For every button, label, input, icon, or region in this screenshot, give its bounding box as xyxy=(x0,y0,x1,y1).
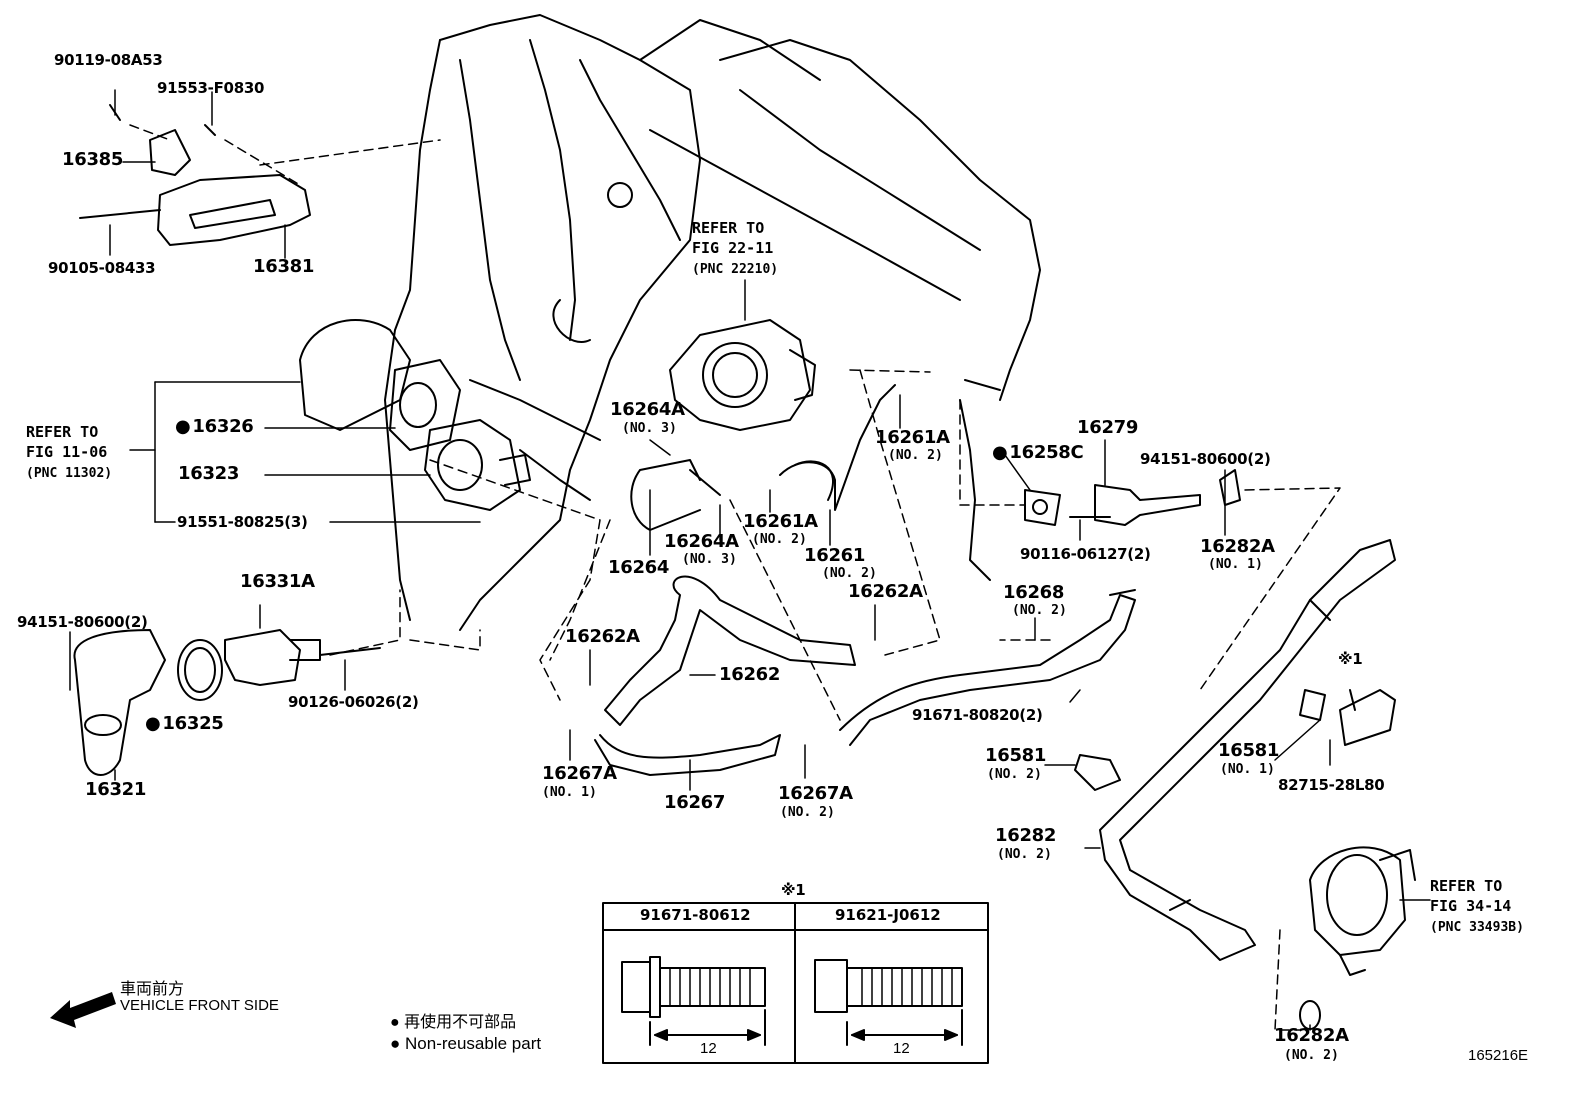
label-16321: 16321 xyxy=(85,779,147,800)
label-16264A-upper: 16264A xyxy=(610,399,685,420)
label-94151-80600-left: 94151-80600(2) xyxy=(17,613,148,631)
label-90116-06127: 90116-06127(2) xyxy=(1020,545,1151,563)
label-16262: 16262 xyxy=(719,664,781,685)
label-16261-sub: (NO. 2) xyxy=(822,566,877,581)
bolt-table xyxy=(602,902,989,1064)
bolt-table-col1: 91671-80612 xyxy=(640,906,751,924)
bracket-16381 xyxy=(79,104,311,246)
label-16261A-lower: 16261A xyxy=(743,511,818,532)
label-16282: 16282 xyxy=(995,825,1057,846)
label-16581-no1: 16581 xyxy=(1218,740,1280,761)
oil-cooler xyxy=(1299,846,1416,1030)
label-16264A-upper-sub: (NO. 3) xyxy=(622,421,677,436)
refer-fig-34-14: REFER TO FIG 34-14 (PNC 33493B) xyxy=(1430,877,1524,935)
label-16264A-lower-sub: (NO. 3) xyxy=(682,552,737,567)
label-90119-08A53: 90119-08A53 xyxy=(54,51,163,69)
leader-lines xyxy=(69,89,1431,1031)
water-pump-housing xyxy=(299,319,531,511)
hoses xyxy=(594,384,1396,961)
label-16268: 16268 xyxy=(1003,582,1065,603)
label-91551-80825: 91551-80825(3) xyxy=(177,513,308,531)
label-91553-F0830: 91553-F0830 xyxy=(157,79,265,97)
bolt-dim-2: 12 xyxy=(893,1040,910,1057)
label-16282A-upper: 16282A xyxy=(1200,536,1275,557)
label-16325: 16325 xyxy=(145,714,223,734)
label-16282-sub: (NO. 2) xyxy=(997,847,1052,862)
front-arrow-icon xyxy=(50,992,116,1028)
front-side-jp: 車両前方 xyxy=(120,981,185,998)
dashed-guides xyxy=(129,124,1341,1031)
label-16261A-upper: 16261A xyxy=(875,427,950,448)
label-16264: 16264 xyxy=(608,557,670,578)
bullet-icon: ● xyxy=(390,1034,401,1053)
label-16282A-lower-sub: (NO. 2) xyxy=(1284,1048,1339,1063)
bolt-table-mark: ※1 xyxy=(781,881,806,899)
label-16581-no2: 16581 xyxy=(985,745,1047,766)
bullet-icon: ● xyxy=(390,1014,400,1031)
label-16267A-right: 16267A xyxy=(778,783,853,804)
thread-hatching xyxy=(669,967,953,1007)
label-91671-80820: 91671-80820(2) xyxy=(912,706,1043,724)
label-16264A-lower: 16264A xyxy=(664,531,739,552)
front-side-en: VEHICLE FRONT SIDE xyxy=(120,997,279,1014)
label-16261: 16261 xyxy=(804,545,866,566)
label-16326: 16326 xyxy=(175,417,253,437)
label-16282A-upper-sub: (NO. 1) xyxy=(1208,557,1263,572)
label-16267A-left-sub: (NO. 1) xyxy=(542,785,597,800)
label-16268-sub: (NO. 2) xyxy=(1012,603,1067,618)
label-16262A-right: 16262A xyxy=(848,581,923,602)
label-16331A: 16331A xyxy=(240,571,315,592)
engine-block xyxy=(384,14,1041,631)
thermostat-parts xyxy=(73,629,381,776)
label-90126-06026: 90126-06026(2) xyxy=(288,693,419,711)
label-16581-no2-sub: (NO. 2) xyxy=(987,767,1042,782)
label-16267A-left: 16267A xyxy=(542,763,617,784)
label-16381: 16381 xyxy=(253,256,315,277)
label-16282A-lower: 16282A xyxy=(1274,1025,1349,1046)
bypass-pipe-parts xyxy=(1024,469,1396,791)
label-16267: 16267 xyxy=(664,792,726,813)
label-16581-no1-sub: (NO. 1) xyxy=(1220,762,1275,777)
label-16258C: 16258C xyxy=(992,443,1083,463)
label-16262A-left: 16262A xyxy=(565,626,640,647)
label-16385: 16385 xyxy=(62,149,124,170)
refer-fig-11-06: REFER TO FIG 11-06 (PNC 11302) xyxy=(26,423,113,481)
label-mark1: ※1 xyxy=(1338,650,1363,668)
refer-fig-22-11: REFER TO FIG 22-11 (PNC 22210) xyxy=(692,219,779,277)
label-82715-28L80: 82715-28L80 xyxy=(1278,776,1385,794)
label-16323: 16323 xyxy=(178,463,240,484)
label-16261A-lower-sub: (NO. 2) xyxy=(752,532,807,547)
non-reusable-en: ● Non-reusable part xyxy=(390,1034,542,1053)
bolt-dim-1: 12 xyxy=(700,1040,717,1057)
figure-id: 165216E xyxy=(1468,1047,1529,1064)
label-94151-80600-right: 94151-80600(2) xyxy=(1140,450,1271,468)
bolt-table-col2: 91621-J0612 xyxy=(835,906,941,924)
label-16261A-upper-sub: (NO. 2) xyxy=(888,448,943,463)
label-16279: 16279 xyxy=(1077,417,1139,438)
label-90105-08433: 90105-08433 xyxy=(48,259,156,277)
non-reusable-jp: ● 再使用不可部品 xyxy=(390,1014,517,1031)
label-16267A-right-sub: (NO. 2) xyxy=(780,805,835,820)
throttle-body xyxy=(669,319,816,431)
